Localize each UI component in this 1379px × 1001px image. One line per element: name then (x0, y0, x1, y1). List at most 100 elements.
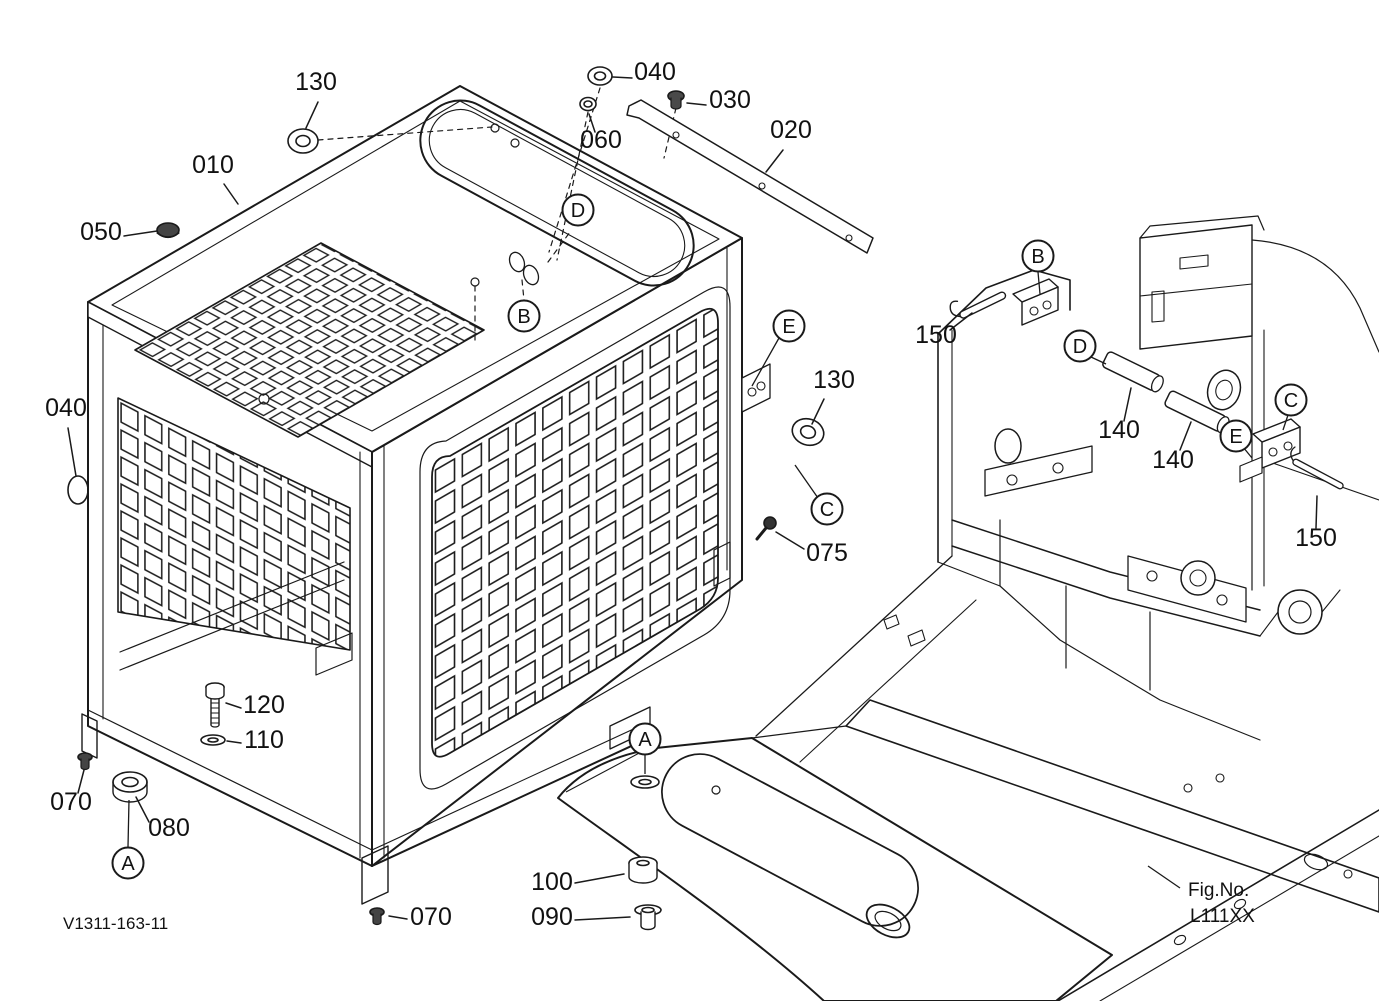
callout-circle (810, 492, 844, 526)
side-window-grille (431, 307, 719, 758)
callout-letter: A (121, 853, 135, 875)
leader-line (1315, 495, 1318, 529)
rear-mount-bracket (741, 363, 771, 413)
washer-110 (200, 734, 226, 746)
part-number-130: 130 (813, 366, 855, 394)
floor-plate-outline (557, 737, 1113, 1001)
leader-line (1123, 387, 1132, 422)
leader-line (225, 702, 242, 709)
cap-050 (156, 222, 180, 239)
callout-circle (772, 309, 806, 343)
mounting-strip-020 (626, 99, 874, 254)
grommet-080 (112, 771, 148, 803)
part-number-010: 010 (192, 151, 234, 179)
leader-line (612, 76, 633, 79)
part-number-140: 140 (1098, 416, 1140, 444)
callout-circle (1021, 239, 1055, 273)
part-number-110: 110 (244, 726, 284, 754)
mid-boss (1180, 560, 1216, 596)
upper-plate (1139, 224, 1253, 350)
leader-line (223, 183, 239, 205)
callout-letter: B (517, 306, 530, 328)
callout-letter: E (1229, 426, 1242, 448)
callout-letter: D (571, 200, 585, 222)
hardware-parts (67, 66, 874, 931)
part-number-040: 040 (45, 394, 87, 422)
assembly-dashed-lines (317, 87, 677, 341)
seal-040-left (67, 475, 89, 505)
leader-line (574, 916, 631, 921)
callout-B: B (507, 299, 541, 333)
leader-line (949, 312, 973, 331)
tower-bracket-plate (984, 445, 1093, 497)
seal-ring-2 (522, 264, 540, 286)
part-number-030: 030 (709, 86, 751, 114)
callout-A: A (111, 846, 145, 880)
part-number-130: 130 (295, 68, 337, 96)
callout-B: B (1021, 239, 1055, 273)
callout-letter: A (638, 729, 652, 751)
callout-circle (1063, 329, 1097, 363)
leader-line (305, 101, 319, 129)
floor-round-hole (865, 903, 911, 939)
callout-circle (628, 722, 662, 756)
seal-ring-1 (508, 251, 526, 273)
leader-lines (67, 76, 1318, 921)
screw-070-bottom (369, 907, 385, 926)
part-number-080: 080 (148, 814, 190, 842)
cab-front-left-foot (81, 713, 98, 759)
callout-letter: B (1031, 246, 1044, 268)
rear-frame-rail (845, 699, 1379, 913)
bushing-130-top (287, 128, 319, 154)
callout-C: C (1274, 383, 1308, 417)
floor-plate (557, 737, 1113, 1001)
rear-boss (1277, 589, 1323, 635)
callout-D: D (561, 193, 595, 227)
door-latch (713, 541, 731, 587)
pin-140-upper (1102, 351, 1164, 393)
bushing-130-right (791, 417, 825, 447)
part-number-070: 070 (410, 903, 452, 931)
callout-circle (561, 193, 595, 227)
part-number-090: 090 (531, 903, 573, 931)
callout-connectors (127, 271, 1289, 889)
leader-line (1179, 421, 1192, 451)
figure-number-value: L111XX (1190, 906, 1255, 927)
drawing-number: V1311-163-11 (63, 914, 168, 933)
ring-060 (579, 96, 597, 112)
part-number-140: 140 (1152, 446, 1194, 474)
leader-line (135, 796, 150, 823)
cab-front-right-foot (361, 845, 389, 905)
part-number-040: 040 (634, 58, 676, 86)
figure-number-label: Fig.No. (1188, 880, 1249, 901)
leader-line (77, 769, 85, 794)
plug-090 (634, 904, 662, 931)
callout-letter: E (782, 316, 795, 338)
cotter-pin-150-left (949, 291, 1007, 319)
screw-070-left (77, 752, 93, 771)
part-number-075: 075 (806, 539, 848, 567)
leader-line (686, 102, 707, 106)
leader-line (123, 230, 158, 237)
plug-030 (667, 90, 685, 110)
callout-A: A (628, 722, 662, 756)
callout-letter: D (1073, 336, 1087, 358)
leader-line (775, 531, 805, 550)
tower-boss (994, 428, 1022, 464)
roof-mesh-panel (134, 242, 485, 438)
callout-E: E (772, 309, 806, 343)
callout-D: D (1063, 329, 1097, 363)
bolt-120 (205, 682, 225, 728)
bottom-right-rail-edge (1057, 809, 1379, 1001)
chassis-assembly (751, 215, 1379, 1001)
part-number-070: 070 (50, 788, 92, 816)
leader-line (226, 740, 242, 744)
part-number-100: 100 (531, 868, 573, 896)
callout-circle (1219, 419, 1253, 453)
callout-circle (1274, 383, 1308, 417)
bracket-B (1012, 278, 1059, 326)
